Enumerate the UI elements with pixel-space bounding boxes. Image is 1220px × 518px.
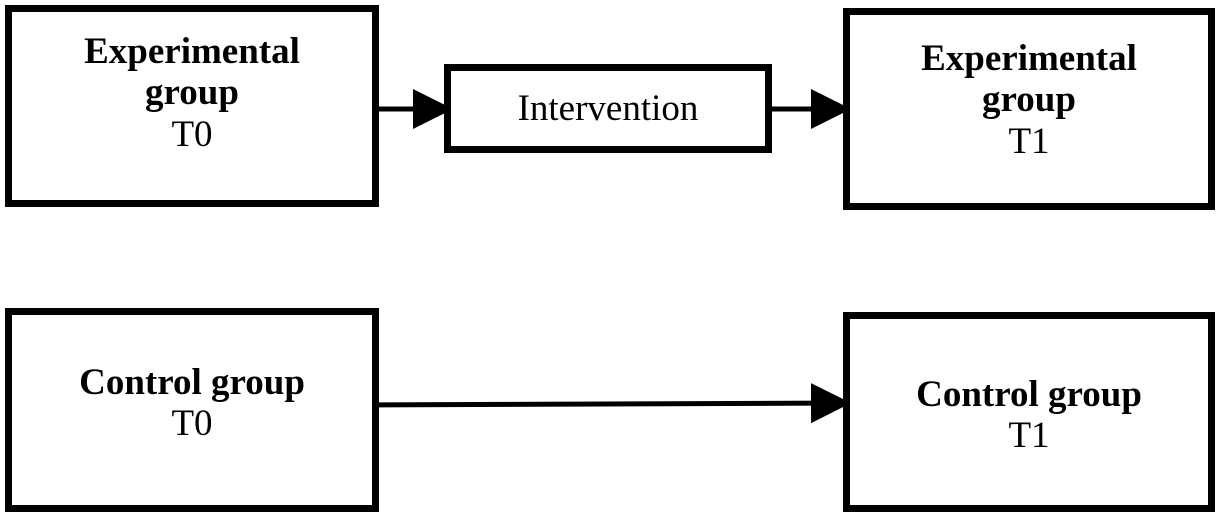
experimental-group-t1-time: T1 — [1008, 120, 1050, 162]
control-group-t0-box: Control group T0 — [5, 308, 379, 512]
experimental-group-t1-box: Experimental group T1 — [843, 8, 1215, 210]
control-group-t0-title: Control group — [79, 361, 305, 403]
experimental-group-t0-box: Experimental group T0 — [5, 5, 379, 207]
intervention-box: Intervention — [444, 64, 772, 153]
control-group-t1-title: Control group — [916, 373, 1142, 415]
experimental-group-t1-title-line1: Experimental — [921, 37, 1137, 79]
control-group-t0-time: T0 — [171, 403, 213, 444]
control-group-t1-time: T1 — [1008, 415, 1050, 456]
intervention-label: Intervention — [517, 87, 699, 129]
experimental-group-t1-title-line2: group — [982, 79, 1076, 121]
experimental-group-t0-title-line1: Experimental — [84, 30, 300, 72]
experimental-group-t0-time: T0 — [171, 113, 213, 155]
experimental-group-t0-title-line2: group — [145, 72, 239, 114]
arrow-control-t0-to-control-t1 — [363, 383, 851, 424]
control-group-t1-box: Control group T1 — [843, 312, 1215, 512]
